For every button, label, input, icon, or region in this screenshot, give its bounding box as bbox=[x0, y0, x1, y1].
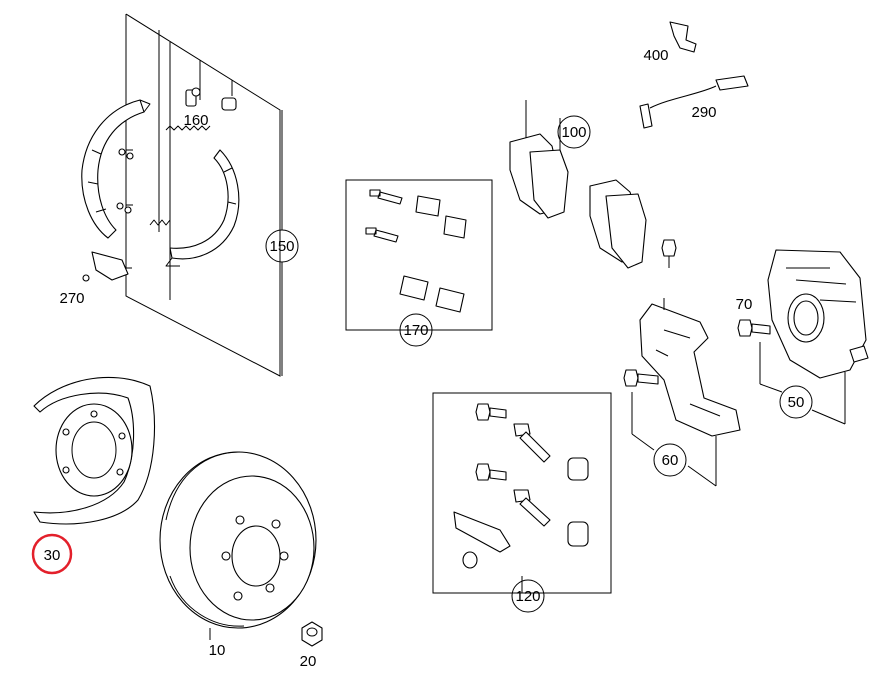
label-270[interactable]: 270 bbox=[59, 290, 84, 307]
callout-30-highlighted[interactable]: 30 bbox=[31, 533, 73, 575]
label-160[interactable]: 160 bbox=[183, 112, 208, 129]
callout-170[interactable]: 170 bbox=[399, 313, 433, 347]
label-20[interactable]: 20 bbox=[300, 653, 317, 670]
callout-60-label: 60 bbox=[662, 452, 679, 469]
label-400[interactable]: 400 bbox=[643, 47, 668, 64]
disc-screw-20 bbox=[301, 621, 323, 647]
callout-50-label: 50 bbox=[788, 394, 805, 411]
callout-60[interactable]: 60 bbox=[653, 443, 687, 477]
brake-pad-group-100 bbox=[509, 100, 677, 269]
callout-30-label: 30 bbox=[44, 547, 61, 564]
caliper-carrier-60 bbox=[623, 298, 741, 487]
sensor-clip-400 bbox=[669, 21, 697, 53]
wear-sensor-290 bbox=[639, 75, 749, 129]
hardware-kit-group-170 bbox=[345, 179, 493, 331]
guide-pin-kit-120 bbox=[432, 392, 612, 594]
callout-100[interactable]: 100 bbox=[557, 115, 591, 149]
dust-shield-30 bbox=[33, 376, 156, 525]
label-290[interactable]: 290 bbox=[691, 104, 716, 121]
callout-150[interactable]: 150 bbox=[265, 229, 299, 263]
callout-150-label: 150 bbox=[269, 238, 294, 255]
parking-brake-shoe-group-150 bbox=[81, 13, 283, 377]
callout-170-label: 170 bbox=[403, 322, 428, 339]
brake-caliper-50 bbox=[737, 249, 869, 425]
callout-50[interactable]: 50 bbox=[779, 385, 813, 419]
brake-disc-10 bbox=[159, 451, 317, 640]
label-10[interactable]: 10 bbox=[209, 642, 226, 659]
callout-120-label: 120 bbox=[515, 588, 540, 605]
callout-120[interactable]: 120 bbox=[511, 579, 545, 613]
callout-100-label: 100 bbox=[561, 124, 586, 141]
label-70[interactable]: 70 bbox=[736, 296, 753, 313]
